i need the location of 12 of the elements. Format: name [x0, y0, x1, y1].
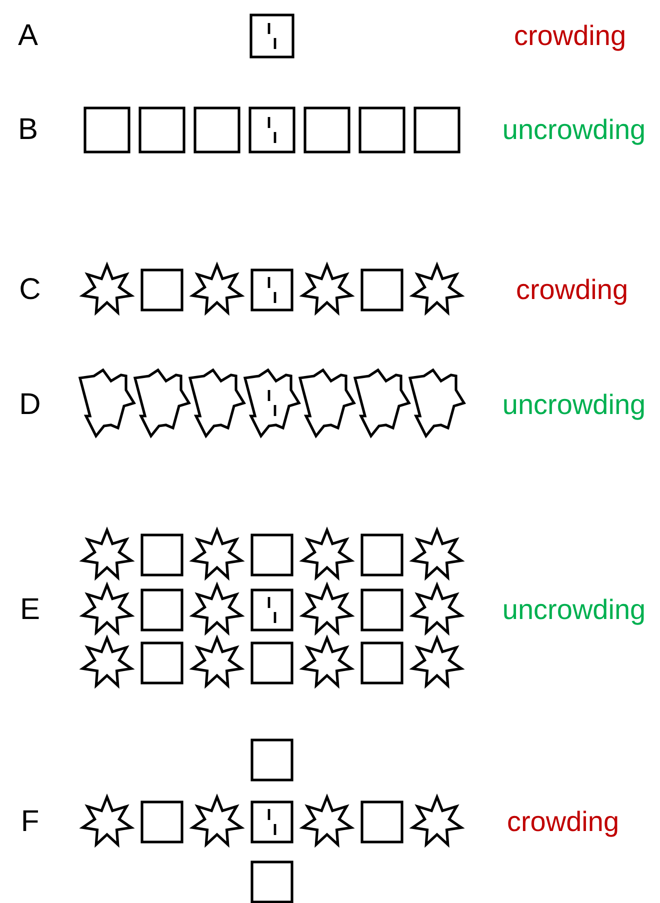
panel-letter: A [18, 19, 38, 53]
condition-label: crowding [506, 806, 620, 838]
condition-label: crowding [514, 20, 626, 52]
condition-label: uncrowding [502, 594, 646, 626]
panel-letter: B [18, 113, 38, 147]
condition-label: uncrowding [502, 114, 646, 146]
panel-letter: D [19, 388, 41, 422]
panel-letter: F [20, 805, 40, 839]
condition-label: uncrowding [502, 389, 646, 421]
panel-letter: C [19, 273, 41, 307]
condition-label: crowding [516, 274, 628, 306]
panel-letter: E [20, 593, 40, 627]
